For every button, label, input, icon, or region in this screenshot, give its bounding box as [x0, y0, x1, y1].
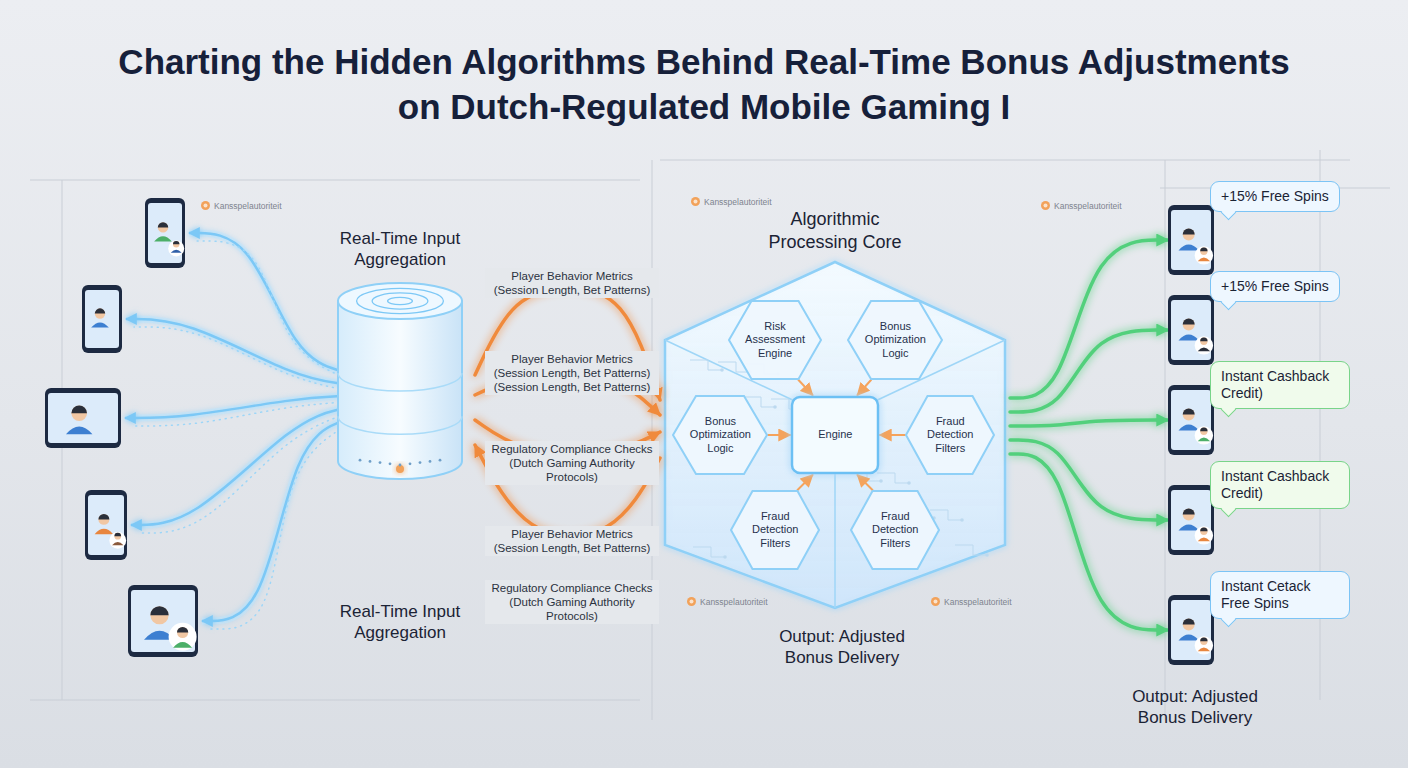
module-label: Fraud Detection Filters [927, 415, 974, 455]
watermark: Kansspelautoriteit [700, 597, 768, 607]
hexagon-outline [790, 395, 880, 475]
cylinder-shape [325, 271, 475, 601]
mobile-device [45, 388, 121, 448]
output-arrow [1010, 454, 1168, 630]
watermark: Kansspelautoriteit [704, 197, 772, 207]
hexagon-module: Fraud Detection Filters [905, 395, 995, 475]
bonus-output: Instant Cetack Free Spins [1168, 571, 1350, 665]
database-cylinder: Real-Time Input AggregationReal-Time Inp… [325, 228, 475, 643]
node-heading: Real-Time Input Aggregation [325, 228, 475, 271]
bonus-output: +15% Free Spins [1168, 181, 1340, 275]
edge-label: Regulatory Compliance Checks (Dutch Gami… [485, 441, 659, 485]
bonus-text: Instant Cashback Credit) [1221, 468, 1329, 501]
data-flow-arrow [475, 373, 660, 415]
module-label: Fraud Detection Filters [752, 510, 799, 550]
data-flow-arrow [475, 420, 660, 454]
bonus-output: +15% Free Spins [1168, 271, 1340, 365]
mobile-device [1168, 205, 1214, 275]
input-arrows [125, 233, 345, 629]
data-flow-arrow [475, 445, 660, 536]
mobile-device [128, 585, 198, 657]
bonus-text: +15% Free Spins [1221, 278, 1329, 294]
hexagon-outline [728, 300, 822, 380]
speech-bubble: Instant Cashback Credit) [1210, 361, 1350, 409]
watermark-logo [200, 200, 211, 211]
internal-arrow [880, 434, 905, 436]
module-label: Fraud Detection Filters [872, 510, 919, 550]
output-arrow [1010, 330, 1168, 412]
internal-arrow [858, 380, 872, 395]
flow-note: Regulatory Compliance Checks (Dutch Gami… [485, 580, 659, 624]
mobile-device [1168, 385, 1214, 455]
hexagon-module: Risk Assessment Engine [728, 300, 822, 380]
output-caption: Output: Adjusted Bonus Delivery [1108, 686, 1283, 729]
processing-core: Algorithmic Processing CoreRisk Assessme… [660, 190, 1010, 610]
watermark: Kansspelautoriteit [214, 201, 282, 211]
watermark: Kansspelautoriteit [1054, 201, 1122, 211]
speech-bubble: +15% Free Spins [1210, 271, 1340, 302]
watermark-logo [1040, 200, 1051, 211]
output-arrow [1010, 420, 1168, 426]
diagram-title: Charting the Hidden Algorithms Behind Re… [104, 40, 1304, 130]
processing-cube [665, 262, 1005, 608]
hexagon-outline [905, 395, 995, 475]
mobile-device [85, 490, 127, 560]
core-heading: Algorithmic Processing Core [750, 208, 920, 253]
node-heading: Real-Time Input Aggregation [325, 601, 475, 644]
hexagon-outline [672, 395, 768, 475]
edge-label: Player Behavior Metrics (Session Length,… [485, 268, 659, 298]
bonus-output: Instant Cashback Credit) [1168, 461, 1350, 555]
module-label: Risk Assessment Engine [745, 320, 805, 360]
bonus-text: Instant Cetack Free Spins [1221, 578, 1311, 611]
module-label: Engine [818, 428, 853, 441]
hexagon-module: Fraud Detection Filters [850, 490, 940, 570]
bonus-text: Instant Cashback Credit) [1221, 368, 1329, 401]
edge-label: Player Behavior Metrics (Session Length,… [485, 526, 659, 556]
output-arrow [1010, 440, 1168, 520]
hexagon-module: Bonus Optimization Logic [672, 395, 768, 475]
output-caption: Output: Adjusted Bonus Delivery [755, 626, 930, 669]
internal-arrow [768, 434, 790, 436]
watermark-logo [930, 596, 941, 607]
internal-arrow [798, 475, 813, 490]
hexagon-outline [847, 300, 943, 380]
mobile-device [145, 198, 185, 268]
grid-lines [30, 150, 1390, 720]
internal-arrow [858, 475, 873, 490]
speech-bubble: Instant Cetack Free Spins [1210, 571, 1350, 619]
module-label: Bonus Optimization Logic [689, 415, 751, 455]
output-arrow [1010, 240, 1168, 398]
mobile-device [82, 285, 122, 353]
watermark-logo [686, 596, 697, 607]
edge-label: Player Behavior Metrics (Session Length,… [485, 351, 659, 395]
hexagon-outline [730, 490, 820, 570]
watermark: Kansspelautoriteit [944, 597, 1012, 607]
internal-arrow [799, 380, 813, 395]
bonus-text: +15% Free Spins [1221, 188, 1329, 204]
engine-core-box: Engine [790, 395, 880, 475]
hexagon-module: Fraud Detection Filters [730, 490, 820, 570]
bonus-output: Instant Cashback Credit) [1168, 361, 1350, 455]
speech-bubble: +15% Free Spins [1210, 181, 1340, 212]
hexagon-outline [850, 490, 940, 570]
speech-bubble: Instant Cashback Credit) [1210, 461, 1350, 509]
hexagon-module: Bonus Optimization Logic [847, 300, 943, 380]
module-label: Bonus Optimization Logic [864, 320, 926, 360]
mobile-device [1168, 295, 1214, 365]
mobile-device [1168, 595, 1214, 665]
watermark-logo [690, 196, 701, 207]
mobile-device [1168, 485, 1214, 555]
